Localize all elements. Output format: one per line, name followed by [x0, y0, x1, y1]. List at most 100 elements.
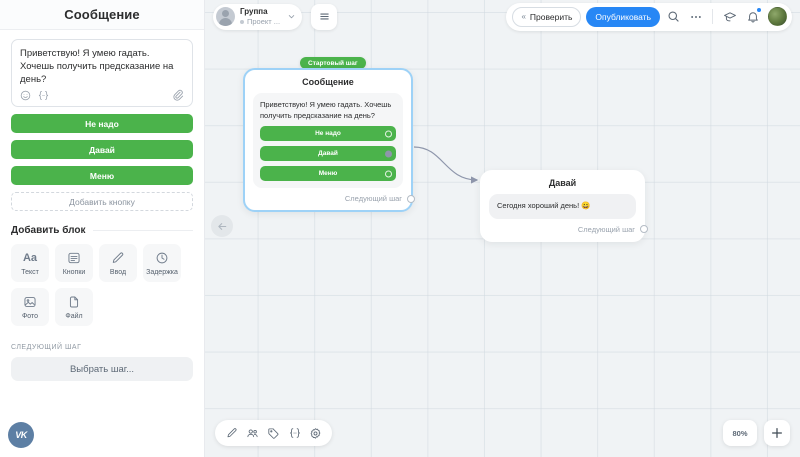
node-message-text: Сегодня хороший день! 😀	[497, 201, 591, 210]
message-toolbar	[20, 89, 184, 101]
flow-node-message[interactable]: Сообщение Приветствую! Я умею гадать. Хо…	[243, 68, 415, 212]
canvas-topbar: Группа Проект ... « Проверить	[205, 0, 800, 33]
zoom-controls: 80%	[723, 420, 790, 446]
page-title: Сообщение	[64, 7, 140, 22]
start-step-badge: Стартовый шаг	[300, 57, 366, 69]
block-photo[interactable]: Фото	[11, 288, 49, 326]
node-button-2-label: Меню	[318, 170, 338, 177]
chevron-down-icon[interactable]	[287, 12, 296, 21]
users-icon[interactable]	[242, 423, 263, 444]
group-avatar-icon	[216, 7, 235, 26]
node-button-0-label: Не надо	[315, 130, 341, 137]
sidebar-body: Приветствую! Я умею гадать. Хочешь получ…	[0, 30, 204, 457]
text-icon: Aa	[22, 252, 38, 264]
input-pencil-icon	[111, 250, 125, 266]
topbar-actions: « Проверить Опубликовать	[506, 2, 792, 31]
reply-button-2-label: Меню	[89, 170, 115, 181]
next-step-label: СЛЕДУЮЩИЙ ШАГ	[11, 344, 82, 351]
message-editor[interactable]: Приветствую! Я умею гадать. Хочешь получ…	[11, 39, 193, 107]
clock-icon	[155, 250, 169, 266]
reply-button-2[interactable]: Меню	[11, 166, 193, 185]
flow-canvas[interactable]: Группа Проект ... « Проверить	[205, 0, 800, 457]
group-text: Группа Проект ...	[240, 6, 280, 26]
flow-node-davai[interactable]: Давай Сегодня хороший день! 😀 Следующий …	[480, 170, 648, 242]
node-footer-label: Следующий шаг	[344, 194, 402, 203]
block-photo-label: Фото	[21, 313, 39, 320]
check-button[interactable]: « Проверить	[512, 6, 582, 27]
group-name: Группа	[240, 6, 268, 16]
node-title: Сообщение	[302, 77, 354, 87]
hamburger-icon[interactable]	[311, 3, 338, 30]
node-button-1[interactable]: Давай	[260, 146, 396, 161]
more-icon[interactable]	[686, 7, 706, 27]
buttons-icon	[67, 250, 81, 266]
photo-icon	[23, 294, 37, 310]
node-next-port[interactable]	[640, 225, 648, 233]
variable-icon[interactable]	[284, 423, 305, 444]
attach-icon[interactable]	[172, 89, 184, 101]
reply-button-0[interactable]: Не надо	[11, 114, 193, 133]
node-button-1-label: Давай	[318, 150, 338, 157]
node-message-text: Приветствую! Я умею гадать. Хочешь получ…	[260, 100, 392, 120]
pencil-icon[interactable]	[221, 423, 242, 444]
add-button[interactable]: Добавить кнопку	[11, 192, 193, 211]
node-title: Давай	[548, 178, 577, 188]
next-step-select[interactable]: Выбрать шаг...	[11, 357, 193, 381]
node-next-port[interactable]	[407, 194, 415, 203]
file-icon	[67, 294, 81, 310]
block-text[interactable]: Aa Текст	[11, 244, 49, 282]
bell-icon[interactable]	[743, 7, 763, 27]
divider	[93, 230, 193, 231]
block-palette: Aa Текст Кнопки	[11, 244, 193, 326]
sidebar-header: Сообщение	[0, 0, 204, 30]
variable-icon[interactable]	[37, 90, 50, 101]
block-input[interactable]: Ввод	[99, 244, 137, 282]
node-button-1-port[interactable]	[385, 150, 392, 157]
avatar[interactable]	[768, 7, 787, 26]
node-button-2[interactable]: Меню	[260, 166, 396, 181]
node-body: Сегодня хороший день! 😀	[489, 194, 636, 219]
vk-logo-icon[interactable]: VK	[8, 422, 34, 448]
group-selector[interactable]: Группа Проект ...	[213, 3, 303, 30]
block-file-label: Файл	[65, 313, 83, 320]
graduation-cap-icon[interactable]	[720, 7, 740, 27]
divider	[712, 9, 713, 24]
block-input-label: Ввод	[109, 269, 127, 276]
node-footer: Следующий шаг	[245, 194, 415, 210]
zoom-level[interactable]: 80%	[723, 420, 757, 446]
group-subtitle-row: Проект ...	[240, 18, 280, 26]
block-text-label: Текст	[21, 269, 39, 276]
canvas-tools	[215, 420, 332, 446]
node-body: Приветствую! Я умею гадать. Хочешь получ…	[253, 93, 403, 188]
publish-button-label: Опубликовать	[595, 11, 651, 22]
message-text[interactable]: Приветствую! Я умею гадать. Хочешь получ…	[20, 48, 174, 85]
add-block-section-header: Добавить блок	[11, 225, 193, 236]
node-button-0[interactable]: Не надо	[260, 126, 396, 141]
next-step-select-value: Выбрать шаг...	[69, 363, 135, 375]
notification-badge	[757, 7, 761, 12]
vk-logo-text: VK	[15, 430, 27, 440]
node-footer-label: Следующий шаг	[577, 224, 635, 234]
publish-button[interactable]: Опубликовать	[586, 6, 660, 27]
node-button-0-port[interactable]	[385, 130, 392, 137]
group-subtitle: Проект ...	[247, 16, 281, 26]
node-button-2-port[interactable]	[385, 170, 392, 177]
check-button-label: Проверить	[529, 11, 573, 22]
block-buttons-label: Кнопки	[62, 269, 86, 276]
reply-button-1[interactable]: Давай	[11, 140, 193, 159]
search-icon[interactable]	[663, 7, 683, 27]
sidebar: Сообщение Приветствую! Я умею гадать. Хо…	[0, 0, 205, 457]
reply-button-1-label: Давай	[89, 144, 115, 155]
add-block-label: Добавить блок	[11, 225, 86, 236]
plus-icon[interactable]	[764, 420, 790, 446]
back-button[interactable]	[211, 215, 233, 237]
status-dot-icon	[240, 19, 244, 24]
gear-icon[interactable]	[305, 423, 326, 444]
block-delay[interactable]: Задержка	[143, 244, 181, 282]
rewind-icon: «	[521, 12, 526, 21]
tag-icon[interactable]	[263, 423, 284, 444]
block-file[interactable]: Файл	[55, 288, 93, 326]
emoji-icon[interactable]	[20, 90, 31, 101]
block-buttons[interactable]: Кнопки	[55, 244, 93, 282]
